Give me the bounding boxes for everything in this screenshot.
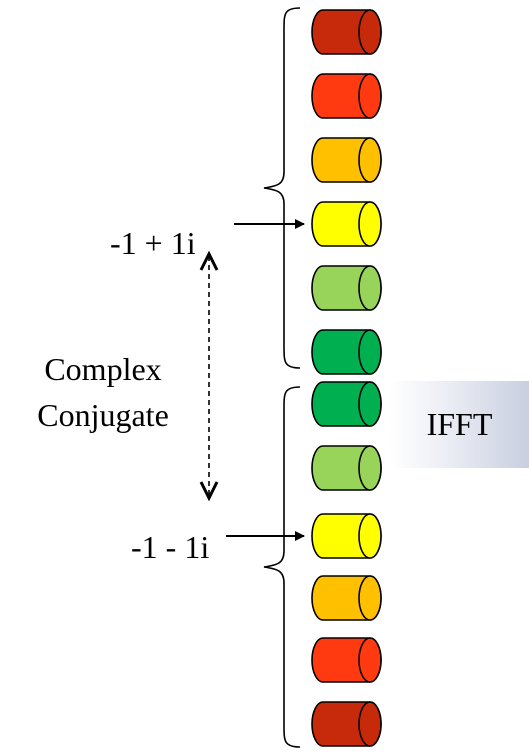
conjugate-arrowhead-up (199, 250, 219, 271)
conjugate-label-line2: Conjugate (37, 397, 169, 433)
cylinder-6 (311, 329, 382, 375)
cylinder-12 (311, 701, 382, 747)
cylinder-cap (358, 575, 382, 621)
cylinder-cap (358, 137, 382, 183)
upper-brace (263, 7, 301, 369)
cylinder-cap (358, 637, 382, 683)
cylinder-10 (311, 575, 382, 621)
cylinder-cap (358, 381, 382, 427)
ifft-label: IFFT (426, 406, 493, 442)
lower-value-label: -1 - 1i (131, 529, 209, 565)
cylinder-cap (358, 445, 382, 491)
cylinder-2 (311, 73, 382, 119)
cylinder-3 (311, 137, 382, 183)
upper-value-label: -1 + 1i (110, 225, 196, 261)
cylinder-4 (311, 201, 382, 247)
cylinder-5 (311, 265, 382, 311)
conjugate-arrowhead-down (199, 481, 219, 502)
subcarrier-cylinders (311, 9, 382, 747)
cylinder-cap (358, 201, 382, 247)
cylinder-cap (358, 329, 382, 375)
cylinder-cap (358, 701, 382, 747)
cylinder-cap (358, 9, 382, 55)
lower-brace (263, 386, 301, 748)
cylinder-11 (311, 637, 382, 683)
cylinder-cap (358, 513, 382, 559)
conjugate-label-line1: Complex (44, 351, 161, 387)
cylinder-cap (358, 265, 382, 311)
cylinder-7 (311, 381, 382, 427)
ifft-box (390, 381, 529, 468)
cylinder-9 (311, 513, 382, 559)
cylinder-cap (358, 73, 382, 119)
cylinder-1 (311, 9, 382, 55)
cylinder-8 (311, 445, 382, 491)
